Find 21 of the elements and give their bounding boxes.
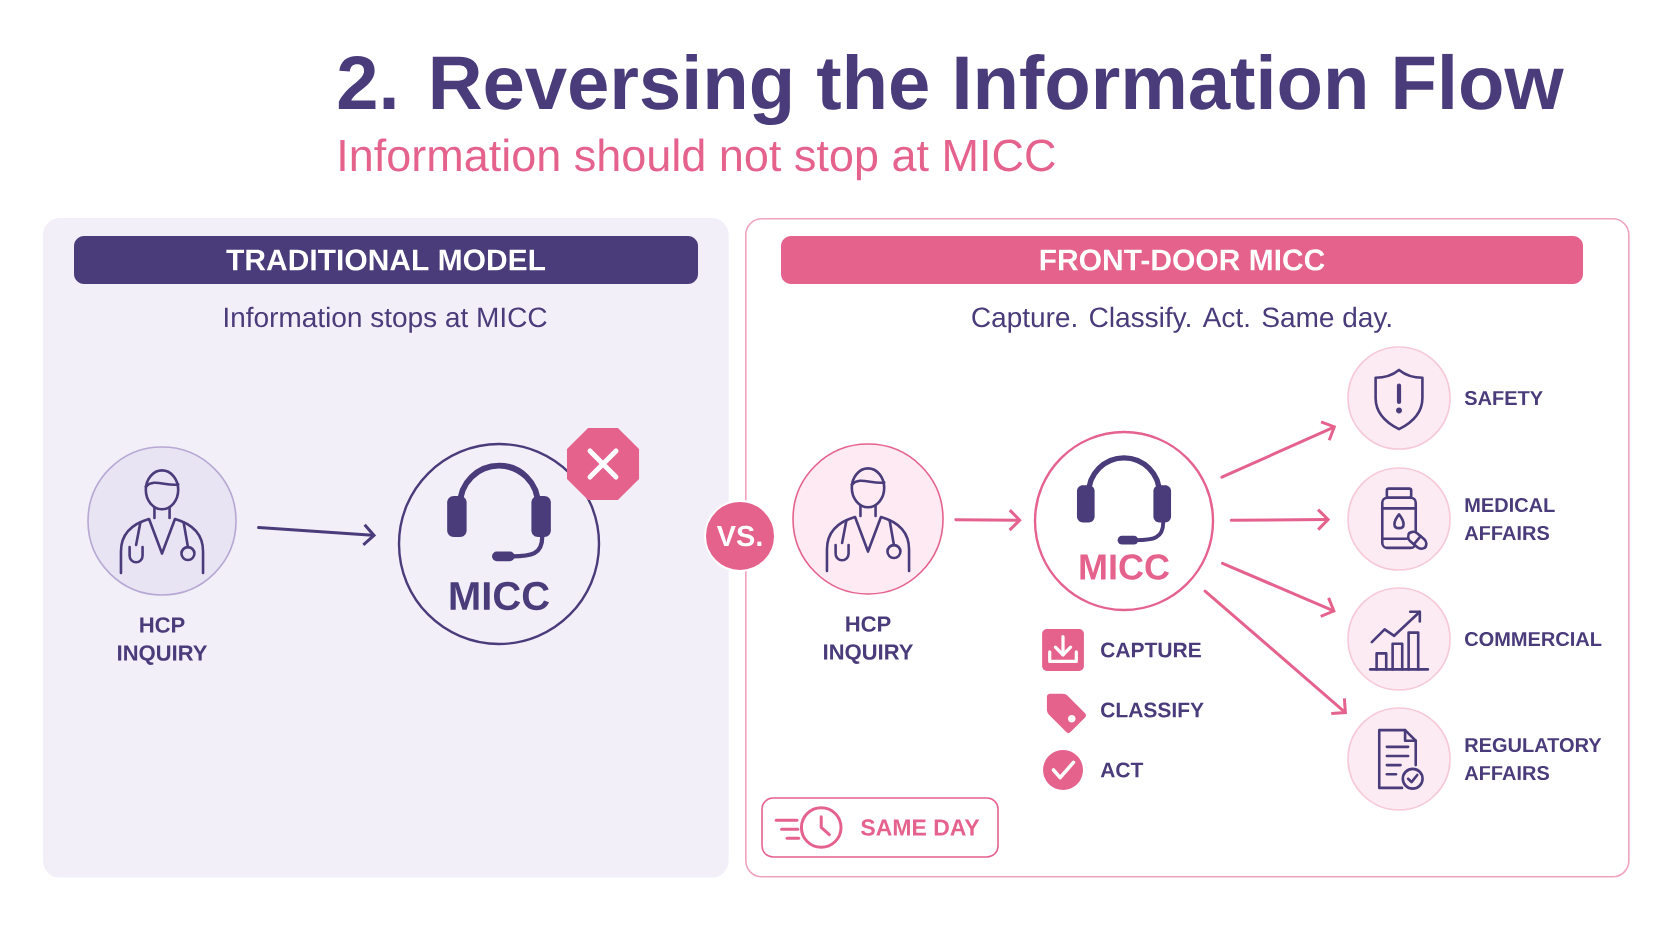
list-item: CAPTURE — [1101, 642, 1201, 658]
arrow — [257, 523, 377, 546]
title: 2. Reversing the Information Flow — [338, 53, 1564, 126]
list-item: ACT — [1100, 762, 1144, 778]
node-label: HCP INQUIRY — [118, 617, 208, 665]
arrow — [1203, 589, 1347, 716]
header-band: FRONT-DOOR MICC — [781, 236, 1583, 284]
label-box: SAME DAY — [761, 797, 999, 858]
node-label: HCP INQUIRY — [824, 616, 914, 664]
subtitle: Information should not stop at MICC — [340, 138, 1055, 181]
arrow — [1220, 420, 1337, 479]
node-label: MEDICAL AFFAIRS — [1464, 497, 1555, 541]
header-band: TRADITIONAL MODEL — [74, 236, 698, 284]
node-label: SAFETY — [1464, 390, 1543, 406]
vs-badge: VS. — [704, 500, 776, 572]
node-label: COMMERCIAL — [1465, 631, 1602, 647]
arrow — [954, 509, 1022, 532]
list-item: CLASSIFY — [1101, 702, 1204, 718]
node-label: REGULATORY AFFAIRS — [1464, 737, 1602, 781]
arrow — [1229, 508, 1331, 531]
arrow — [1221, 561, 1336, 618]
